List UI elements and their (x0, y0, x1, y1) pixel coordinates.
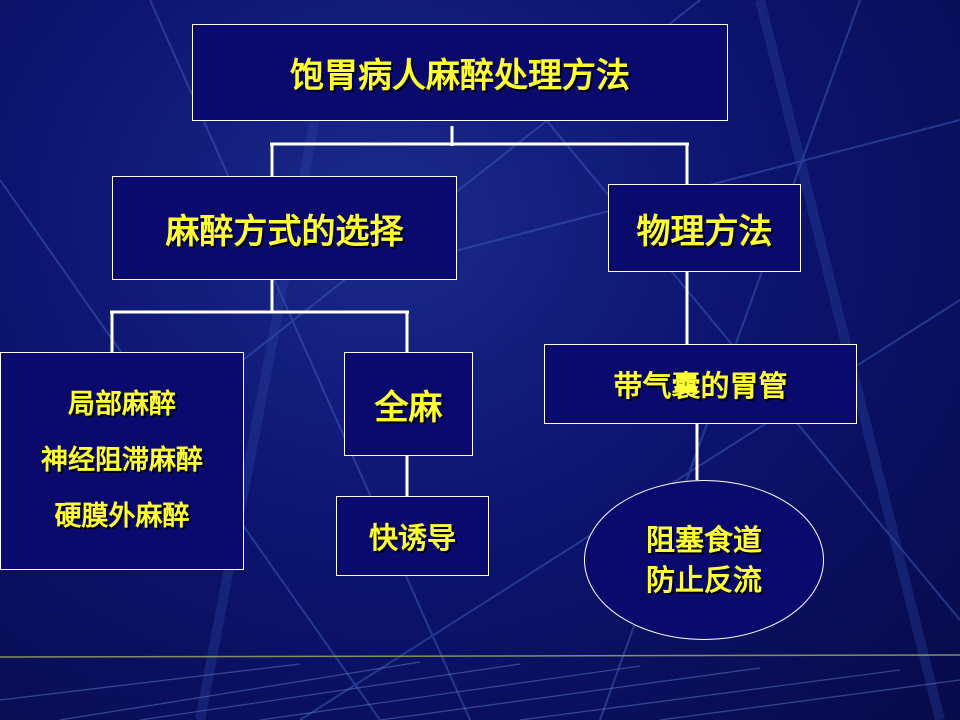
anesthesia-choice-box: 麻醉方式的选择 (112, 176, 457, 280)
regional-line-1: 局部麻醉 (68, 389, 176, 420)
balloon-tube-box: 带气囊的胃管 (544, 344, 857, 424)
rapid-induction-box: 快诱导 (336, 496, 489, 576)
physical-method-text: 物理方法 (636, 211, 773, 252)
physical-method-box: 物理方法 (608, 184, 801, 272)
title-box: 饱胃病人麻醉处理方法 (192, 24, 728, 121)
general-anesthesia-box: 全麻 (344, 352, 473, 456)
rapid-induction-text: 快诱导 (368, 521, 456, 555)
general-anesthesia-text: 全麻 (374, 387, 443, 428)
result-line-2: 防止反流 (645, 563, 762, 597)
result-line-1: 阻塞食道 (645, 523, 762, 557)
regional-line-3: 硬膜外麻醉 (54, 501, 190, 532)
anesthesia-choice-text: 麻醉方式的选择 (165, 211, 404, 252)
regional-line-2: 神经阻滞麻醉 (41, 445, 203, 476)
regional-anesthesia-box: 局部麻醉 神经阻滞麻醉 硬膜外麻醉 (0, 352, 244, 570)
result-ellipse: 阻塞食道 防止反流 (584, 480, 824, 640)
balloon-tube-text: 带气囊的胃管 (613, 369, 788, 403)
title-text: 饱胃病人麻醉处理方法 (290, 56, 630, 96)
